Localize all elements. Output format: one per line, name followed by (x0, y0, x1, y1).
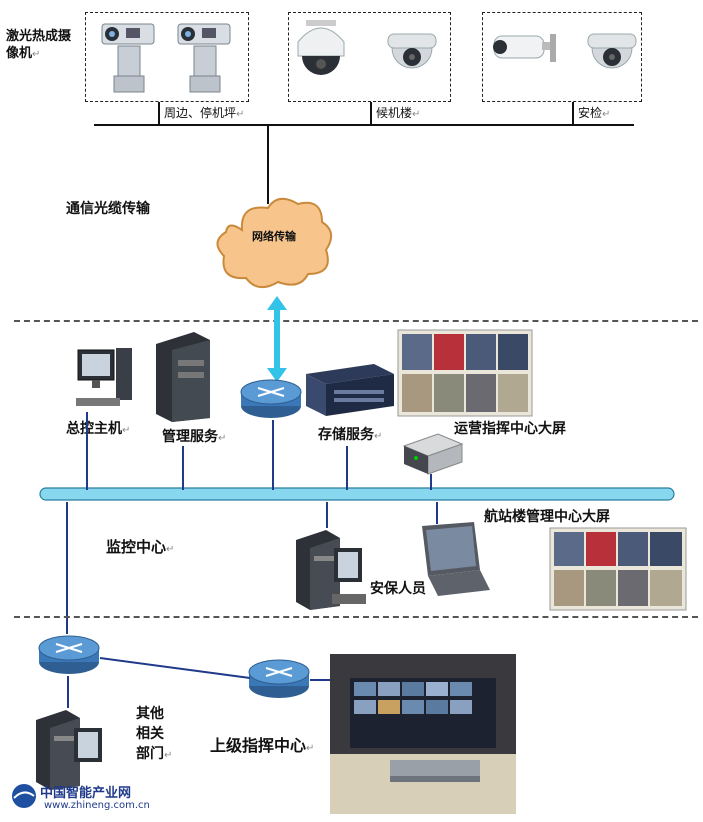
monitor-center-label: 监控中心↵ (106, 538, 175, 556)
zone-label-security: 安检↵ (578, 106, 611, 120)
zone-label-terminal-text: 候机楼 (376, 106, 413, 120)
management-server-icon (156, 332, 210, 422)
superior-center-label: 上级指挥中心↵ (210, 736, 315, 755)
link-router-to-router (99, 657, 251, 679)
other-depts-pc-icon (36, 710, 102, 790)
master-host-pc-icon (76, 348, 132, 406)
ops-center-video-wall-icon (397, 329, 533, 417)
other-depts-text: 其他相关部门 (136, 706, 164, 762)
other-depts-label: 其他相关部门↵ (136, 706, 173, 762)
watermark-url-text: www.zhineng.com.cn (44, 800, 150, 811)
fiber-transport-label: 通信光缆传输 (66, 198, 150, 218)
bus-link-master-host (86, 412, 88, 490)
bus-link-other-depts (66, 502, 68, 634)
monitor-center-text: 监控中心 (106, 538, 167, 556)
security-staff-label: 安保人员 (370, 578, 426, 598)
security-staff-text: 安保人员 (370, 581, 426, 597)
watermark-name-text: 中国智能产业网 (40, 786, 132, 801)
camera-drop-line (158, 102, 160, 124)
laser-thermal-camera-text: 激光热成摄像机 (6, 29, 72, 61)
bus-link-storage (346, 446, 348, 490)
zone-label-terminal: 候机楼↵ (376, 106, 421, 120)
dome-camera-icon (387, 33, 437, 69)
bus-link-management (182, 446, 184, 490)
storage-service-text: 存储服务 (318, 427, 374, 443)
storage-server-icon (306, 364, 394, 416)
superior-center-text: 上级指挥中心 (210, 736, 307, 755)
camera-group-security (482, 12, 642, 102)
management-service-text: 管理服务 (162, 429, 218, 445)
main-network-bus (39, 487, 675, 501)
zhineng-logo-icon (12, 784, 36, 808)
bullet-camera-icon (493, 34, 556, 62)
speed-dome-camera-icon (297, 20, 345, 75)
terminal-screen-label: 航站楼管理中心大屏 (484, 506, 610, 526)
camera-drop-line (370, 102, 372, 124)
cloud-uplink-line (267, 124, 269, 204)
management-service-label: 管理服务↵ (162, 429, 227, 445)
camera-drop-line (572, 102, 574, 124)
laser-thermal-camera-label: 激光热成摄像机↵ (6, 29, 72, 61)
command-center-room-image (330, 654, 516, 814)
bus-link-laptop (436, 502, 438, 524)
storage-service-label: 存储服务↵ (318, 427, 383, 443)
dome-camera-icon (587, 33, 637, 69)
terminal-video-wall-icon (549, 527, 687, 611)
other-depts-router-icon (38, 635, 100, 674)
camera-bus-line (94, 124, 634, 126)
camera-group-perimeter (85, 12, 249, 102)
ops-screen-label: 运营指挥中心大屏 (454, 418, 566, 438)
cloud-label: 网络传输 (252, 228, 296, 244)
zone-label-security-text: 安检 (578, 106, 603, 120)
zone-label-perimeter-text: 周边、停机坪 (164, 106, 237, 120)
master-host-label: 总控主机↵ (66, 421, 131, 437)
bus-link-decoder (430, 474, 432, 490)
section-divider-bottom (14, 616, 698, 618)
staff-pc-icon (296, 530, 366, 610)
core-router-icon (240, 379, 302, 418)
bidirectional-arrow-icon (267, 296, 287, 382)
fiber-transport-text: 通信光缆传输 (66, 201, 150, 217)
ops-screen-text: 运营指挥中心大屏 (454, 421, 566, 437)
cloud-label-text: 网络传输 (252, 230, 296, 243)
zone-label-perimeter: 周边、停机坪↵ (164, 106, 245, 120)
bus-link-router (272, 420, 274, 490)
terminal-screen-text: 航站楼管理中心大屏 (484, 509, 610, 525)
ptz-thermal-camera-icon (177, 23, 231, 93)
bus-link-staff-pc (326, 502, 328, 528)
section-divider-top (14, 320, 698, 322)
ptz-thermal-camera-icon (101, 23, 155, 93)
master-host-text: 总控主机 (66, 421, 122, 437)
network-cloud-icon (216, 197, 333, 289)
superior-center-router-icon (248, 659, 310, 698)
watermark-name: 中国智能产业网 (40, 782, 131, 801)
decoder-box-icon (402, 433, 464, 475)
camera-group-terminal (288, 12, 451, 102)
watermark-url: www.zhineng.com.cn (44, 800, 150, 811)
security-laptop-icon (422, 522, 490, 596)
